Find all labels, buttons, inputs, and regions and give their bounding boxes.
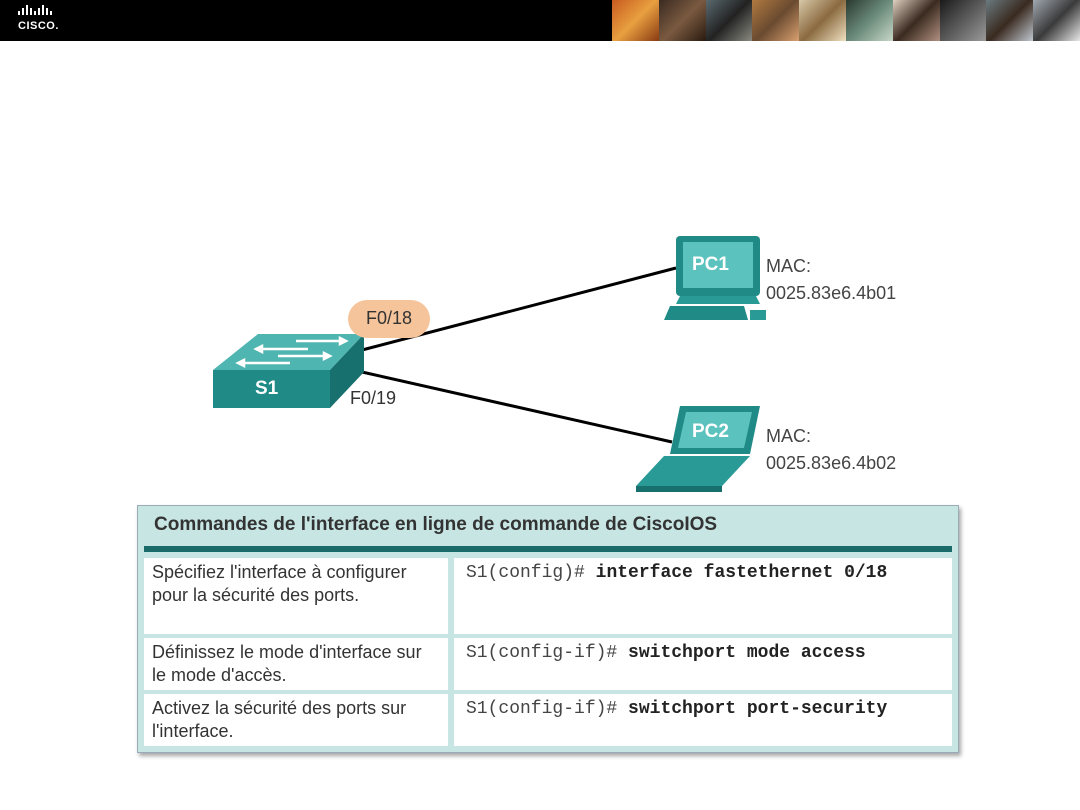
header-photo — [612, 0, 659, 41]
command-prompt: S1(config)# — [466, 563, 585, 583]
header-bar: CISCO. — [0, 0, 1080, 41]
table-header-rule — [144, 546, 952, 552]
header-photo — [939, 0, 987, 41]
link-s1-pc2 — [361, 370, 673, 444]
header-photo — [799, 0, 846, 41]
command-prompt: S1(config-if)# — [466, 699, 618, 719]
cisco-bars-icon — [18, 5, 52, 15]
command-text: switchport port-security — [628, 699, 888, 719]
table-title: Commandes de l'interface en ligne de com… — [154, 514, 718, 535]
header-photo — [752, 0, 800, 41]
table-row: Définissez le mode d'interface sur le mo… — [144, 638, 952, 690]
table-row: Spécifiez l'interface à configurer pour … — [144, 558, 952, 634]
port-f0-19-label: F0/19 — [350, 388, 397, 408]
header-photo — [845, 0, 893, 41]
pc2-mac-address: 0025.83e6.4b02 — [766, 453, 897, 473]
switch-label: S1 — [255, 378, 279, 399]
header-photo — [1033, 0, 1080, 41]
header-photo — [705, 0, 753, 41]
header-photo-strip — [612, 0, 1080, 41]
pc1-mac-title: MAC: — [766, 256, 811, 276]
row-description: Définissez le mode d'interface sur le mo… — [144, 638, 448, 690]
command-table: Commandes de l'interface en ligne de com… — [137, 505, 959, 753]
row-command: S1(config-if)# switchport mode access — [454, 638, 952, 690]
header-photo — [892, 0, 940, 41]
pc1-mac-address: 0025.83e6.4b01 — [766, 283, 897, 303]
pc2-laptop-icon — [636, 406, 760, 492]
port-highlight-pill — [348, 300, 430, 338]
command-text: interface fastethernet 0/18 — [595, 563, 888, 583]
row-description: Activez la sécurité des ports sur l'inte… — [144, 694, 448, 746]
cisco-logo — [16, 5, 76, 37]
port-f0-18-label: F0/18 — [366, 308, 413, 328]
pc1-label: PC1 — [692, 254, 729, 275]
logo-text: CISCO. — [18, 20, 59, 32]
header-photo — [986, 0, 1034, 41]
table-row: Activez la sécurité des ports sur l'inte… — [144, 694, 952, 746]
command-prompt: S1(config-if)# — [466, 643, 618, 663]
row-command: S1(config)# interface fastethernet 0/18 — [454, 558, 952, 634]
header-photo — [658, 0, 706, 41]
switch-icon — [213, 334, 364, 408]
pc2-label: PC2 — [692, 421, 729, 442]
row-description: Spécifiez l'interface à configurer pour … — [144, 558, 448, 634]
pc1-desktop-icon — [664, 236, 766, 320]
pc2-mac-title: MAC: — [766, 426, 811, 446]
row-command: S1(config-if)# switchport port-security — [454, 694, 952, 746]
command-text: switchport mode access — [628, 643, 866, 663]
